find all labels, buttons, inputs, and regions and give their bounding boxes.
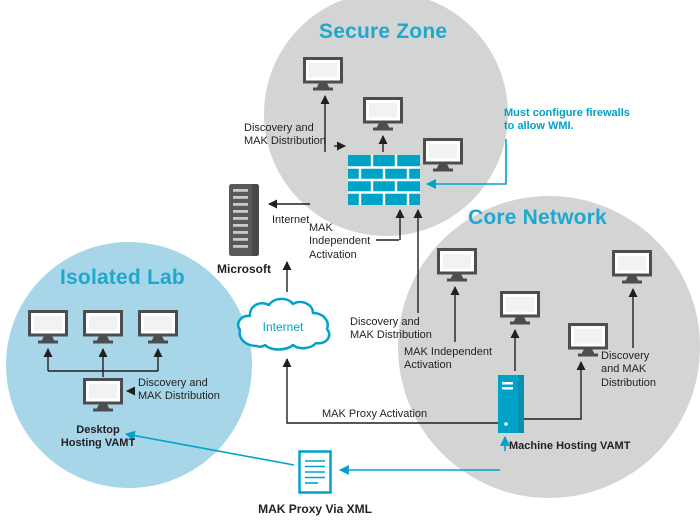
desktop-computer-icon — [83, 310, 123, 344]
desktop-computer-icon — [28, 310, 68, 344]
mak-proxy-via-xml-label: MAK Proxy Via XML — [258, 502, 372, 516]
vamt-server-tower-icon — [498, 375, 524, 433]
desktop-computer-icon — [423, 138, 463, 172]
discovery-mak-distribution-label: Discovery and MAK Distribution — [601, 350, 657, 389]
microsoft-label: Microsoft — [217, 262, 271, 276]
core-network-circle — [398, 196, 700, 498]
desktop-computer-icon — [83, 378, 123, 412]
desktop-computer-icon — [612, 250, 652, 284]
desktop-computer-icon — [138, 310, 178, 344]
firewall-icon — [348, 155, 420, 205]
discovery-mak-distribution-label: Discovery and MAK Distribution — [244, 122, 326, 148]
desktop-hosting-vamt-label: Desktop Hosting VAMT — [60, 424, 136, 450]
isolated-lab-title: Isolated Lab — [60, 266, 185, 289]
mak-independent-activation-label: MAK Independent Activation — [309, 222, 371, 261]
desktop-computer-icon — [437, 248, 477, 282]
desktop-computer-icon — [500, 291, 540, 325]
core-network-title: Core Network — [468, 206, 607, 229]
mak-independent-activation-label: MAK Independent Activation — [404, 346, 493, 372]
mak-proxy-activation-label: MAK Proxy Activation — [322, 408, 428, 420]
internet-link-label: Internet — [272, 214, 310, 226]
xml-document-icon — [298, 450, 332, 494]
internet-cloud-label: Internet — [262, 320, 304, 334]
discovery-mak-distribution-label: Discovery and MAK Distribution — [138, 377, 220, 403]
desktop-computer-icon — [303, 57, 343, 91]
desktop-computer-icon — [363, 97, 403, 131]
wmi-firewall-note: Must configure firewalls to allow WMI. — [504, 107, 630, 133]
discovery-mak-distribution-label: Discovery and MAK Distribution — [350, 316, 432, 342]
microsoft-server-rack-icon — [228, 183, 260, 257]
secure-zone-title: Secure Zone — [319, 20, 448, 43]
machine-hosting-vamt-label: Machine Hosting VAMT — [509, 440, 631, 452]
